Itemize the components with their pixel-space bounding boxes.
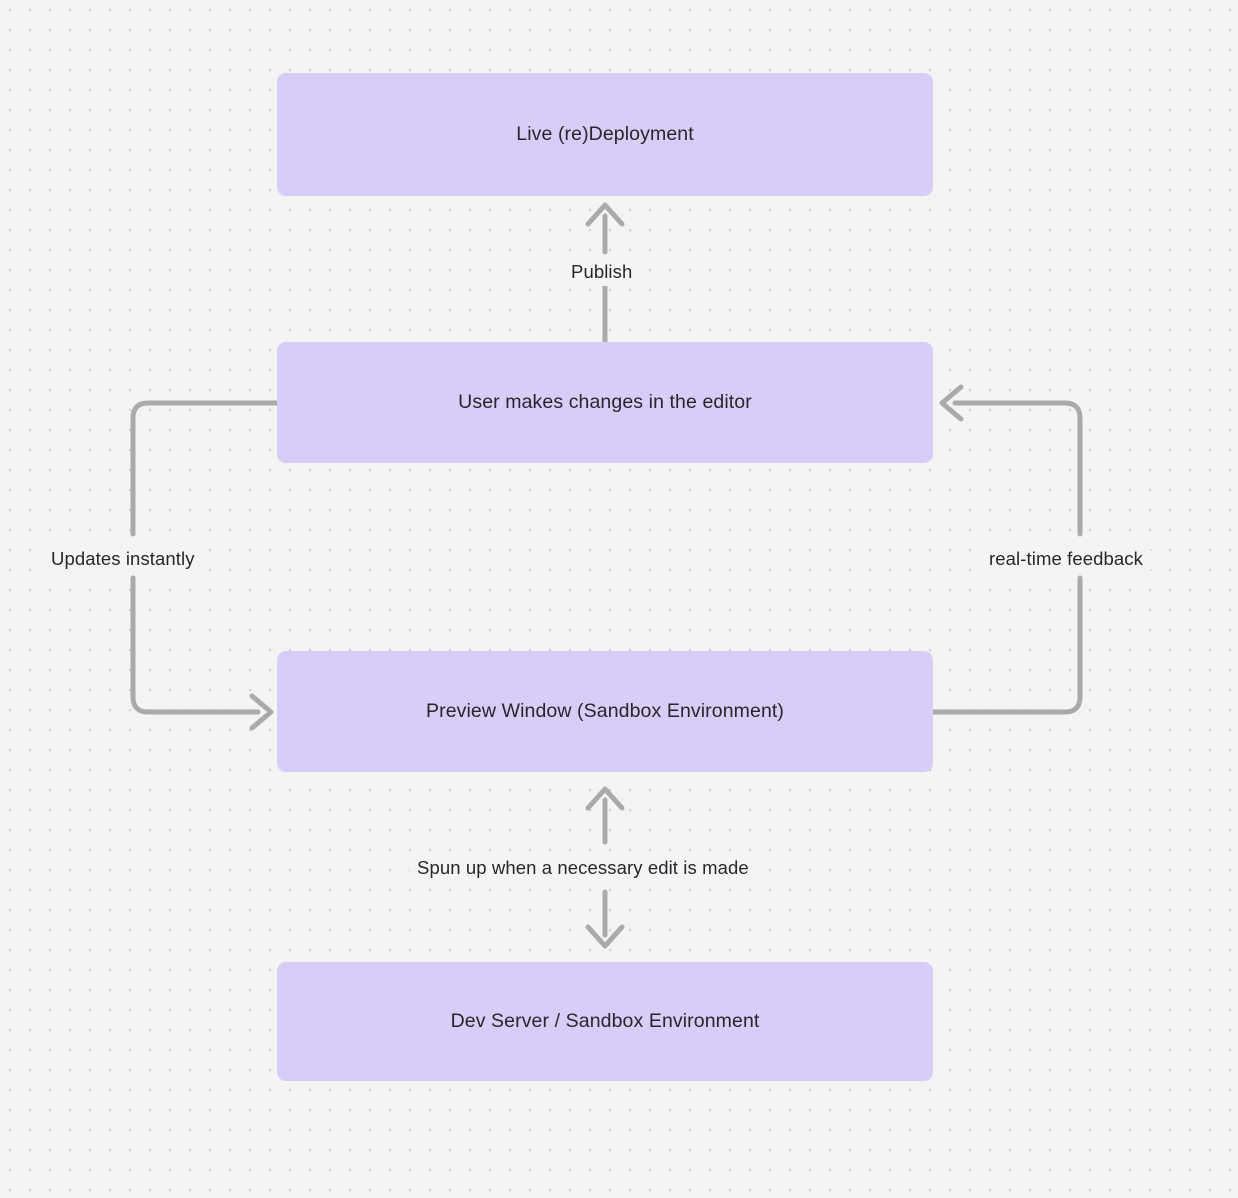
node-live-deployment[interactable]: Live (re)Deployment — [277, 73, 933, 196]
node-dev-server-label: Dev Server / Sandbox Environment — [450, 1009, 760, 1032]
node-live-deployment-label: Live (re)Deployment — [516, 122, 694, 145]
edge-feedback-lower-segment — [930, 575, 1083, 715]
edge-spun-up-arrowhead-up-icon — [585, 786, 625, 811]
edge-label-spun-up: Spun up when a necessary edit is made — [410, 854, 756, 883]
edge-updates-lower-segment — [130, 575, 261, 715]
edge-feedback-arrowhead-icon — [939, 384, 964, 422]
edge-feedback-upper-segment — [952, 400, 1083, 537]
node-preview-window-label: Preview Window (Sandbox Environment) — [426, 699, 784, 722]
node-dev-server[interactable]: Dev Server / Sandbox Environment — [277, 962, 933, 1081]
node-user-changes[interactable]: User makes changes in the editor — [277, 342, 933, 463]
edge-label-updates-instantly: Updates instantly — [44, 545, 202, 574]
edge-label-publish: Publish — [564, 258, 640, 287]
edge-updates-arrowhead-icon — [249, 693, 274, 731]
node-user-changes-label: User makes changes in the editor — [458, 390, 752, 413]
edge-updates-upper-segment — [130, 400, 280, 537]
node-preview-window[interactable]: Preview Window (Sandbox Environment) — [277, 651, 933, 772]
edge-publish-arrowhead-icon — [585, 202, 625, 227]
edge-label-real-time-feedback: real-time feedback — [982, 545, 1150, 574]
edge-spun-up-arrowhead-down-icon — [585, 924, 625, 949]
